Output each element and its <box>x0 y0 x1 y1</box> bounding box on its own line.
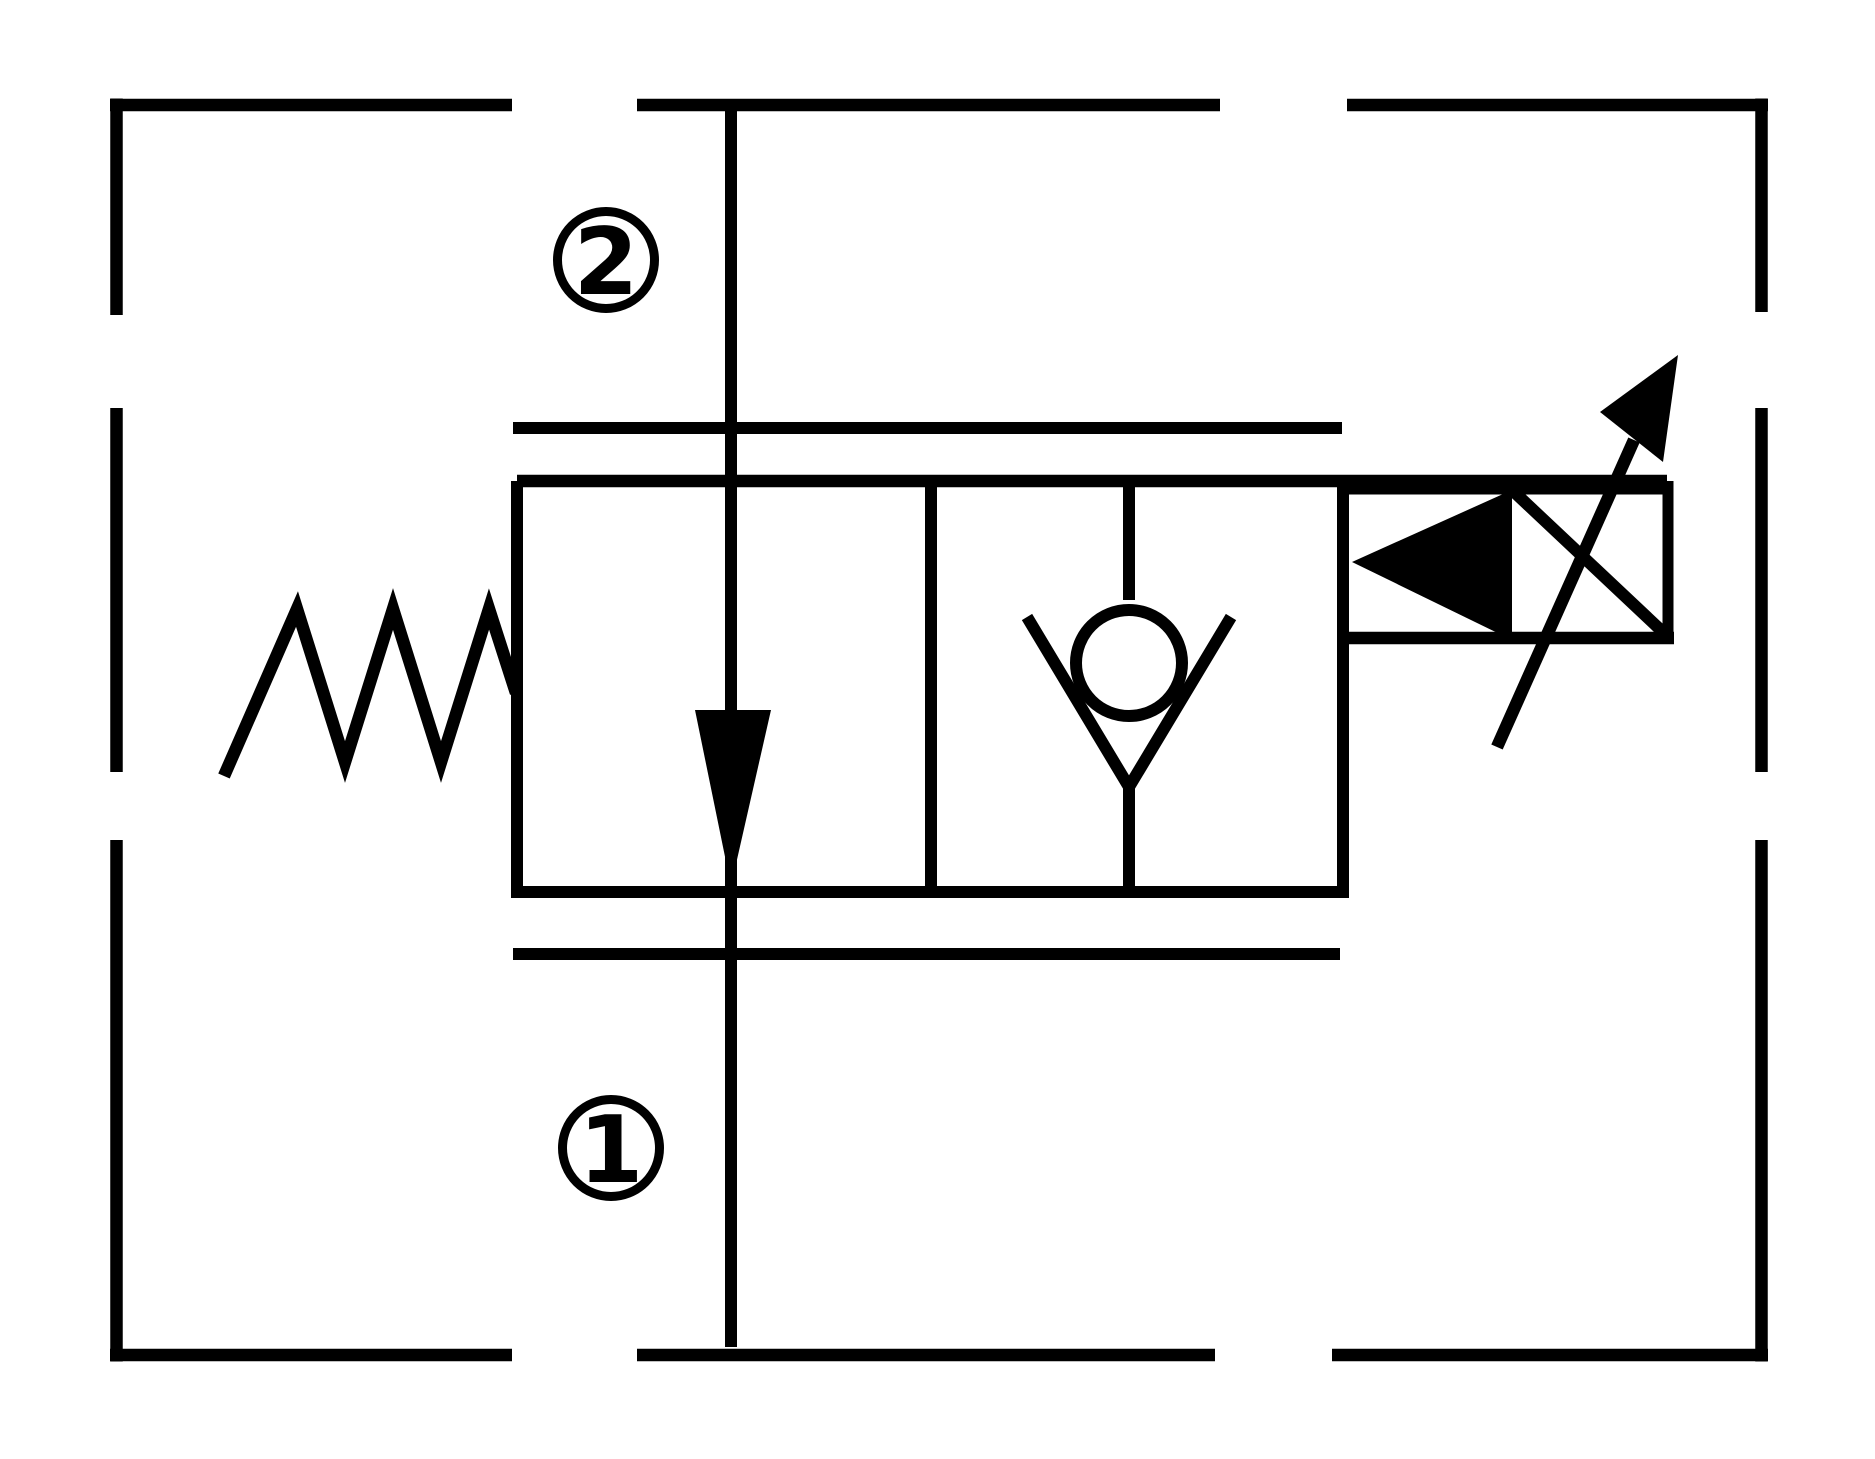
port2-label: 2 <box>574 208 639 316</box>
check-valve-ball <box>1070 604 1188 722</box>
flow-arrow-head <box>695 710 771 886</box>
adjustment-arrow-shaft <box>1491 437 1640 750</box>
solenoid-cross-diagonal <box>1507 485 1670 639</box>
solenoid-triangle <box>1352 490 1512 640</box>
port1-label: 1 <box>579 1096 644 1204</box>
port1-circle <box>558 1095 664 1201</box>
spring <box>218 588 522 783</box>
adjustment-arrow <box>1491 355 1678 750</box>
adjustment-arrow-head <box>1600 355 1678 462</box>
check-valve <box>1021 487 1237 892</box>
port2-circle <box>553 207 659 313</box>
port-labels: 2 1 <box>553 207 664 1204</box>
check-valve-seat <box>1021 613 1237 799</box>
